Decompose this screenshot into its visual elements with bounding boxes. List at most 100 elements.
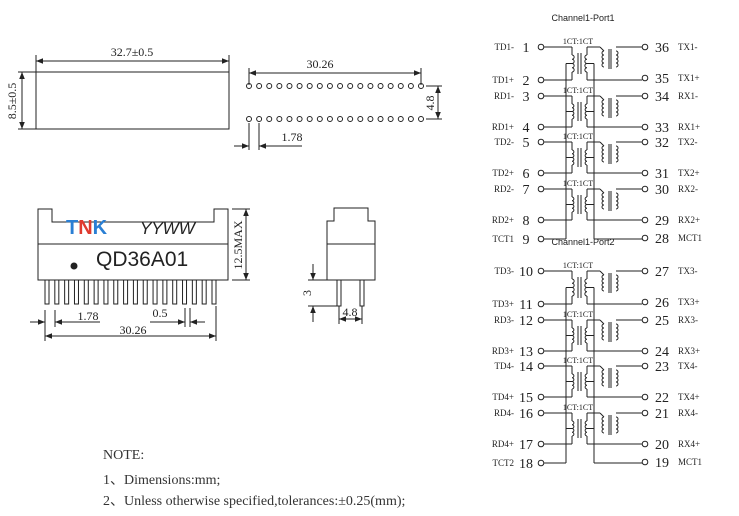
pin-name: TX2-	[678, 137, 698, 147]
pin-terminal	[641, 458, 649, 466]
pin-name: RX4+	[678, 439, 700, 449]
footprint-hole	[407, 83, 414, 89]
pin-name: RX2+	[678, 215, 700, 225]
pin-number: 25	[655, 314, 669, 329]
front-logo: TNK	[66, 217, 108, 239]
front-height-dim: 12.5MAX	[231, 220, 245, 269]
footprint-hole	[306, 83, 313, 89]
pin-number: 36	[655, 41, 669, 56]
footprint-hole	[256, 116, 263, 122]
pin-name: RD4-	[494, 408, 514, 418]
transformer-winding	[584, 373, 588, 390]
footprint-hole	[296, 83, 303, 89]
footprint-hole	[347, 116, 354, 122]
footprint-hole	[397, 83, 404, 89]
side-lead-right	[359, 279, 365, 307]
pin-number: 2	[523, 74, 530, 89]
pin-terminal	[641, 185, 649, 193]
transformer-winding	[571, 420, 575, 437]
transformer-winding	[584, 327, 588, 344]
pin-number: 19	[655, 456, 669, 471]
pin-number: 7	[523, 183, 530, 198]
wire	[599, 365, 605, 371]
pin-name: RX2-	[678, 184, 698, 194]
top-view-body	[35, 71, 230, 130]
pin-number: 26	[655, 296, 669, 311]
pin-number: 12	[519, 314, 533, 329]
footprint-hole	[357, 116, 364, 122]
pin-terminal	[537, 409, 545, 417]
pin-name: TD1-	[495, 42, 515, 52]
wire	[599, 46, 605, 52]
pin-name: TCT1	[493, 234, 515, 244]
footprint-hole	[326, 116, 333, 122]
transformer-winding	[601, 323, 605, 341]
pin-number: 34	[655, 90, 669, 105]
pin-number: 27	[655, 265, 669, 280]
pin-number: 17	[519, 438, 533, 453]
pin-number: 9	[523, 233, 530, 248]
pin-terminal	[537, 169, 545, 177]
transformer-winding	[615, 145, 619, 163]
top-length-dim: 32.7±0.5	[111, 45, 154, 59]
pin-name: RX3-	[678, 315, 698, 325]
wire	[599, 141, 605, 147]
front-pin	[83, 279, 89, 305]
footprint-hole	[276, 116, 283, 122]
port-title: Channel1-Port1	[551, 13, 614, 23]
pin-number: 3	[523, 90, 530, 105]
side-lead-dim: 3	[300, 290, 314, 296]
footprint-view	[234, 68, 442, 150]
pin-terminal	[537, 123, 545, 131]
footprint-hole	[377, 116, 384, 122]
front-pitch-dim: 1.78	[78, 309, 99, 323]
pin-name: RD4+	[492, 439, 514, 449]
pin-terminal	[537, 459, 545, 467]
front-pin	[162, 279, 168, 305]
footprint-hole	[337, 83, 344, 89]
front-part-number: QD36A01	[96, 248, 188, 271]
transformer-winding	[615, 274, 619, 292]
pin-name: RX1-	[678, 91, 698, 101]
pin-number: 13	[519, 345, 533, 360]
transformer-winding	[601, 99, 605, 117]
pin-terminal	[641, 74, 649, 82]
front-pin	[172, 279, 178, 305]
pin-name: MCT1	[678, 457, 702, 467]
transformer-winding	[584, 54, 588, 73]
side-view	[308, 207, 376, 324]
pin-name: TX4+	[678, 392, 700, 402]
footprint-hole	[276, 83, 283, 89]
front-pin	[113, 279, 119, 305]
pin-number: 28	[655, 232, 669, 247]
pin-terminal	[537, 440, 545, 448]
pin-terminal	[641, 362, 649, 370]
pin-number: 24	[655, 345, 669, 360]
transformer-winding	[601, 416, 605, 434]
footprint-hole	[418, 116, 424, 122]
footprint-row-top	[246, 83, 424, 89]
front-pin	[93, 279, 99, 305]
transformer-winding	[601, 192, 605, 210]
pin-name: RD1-	[494, 91, 514, 101]
wire	[599, 95, 605, 101]
pin-number: 15	[519, 391, 533, 406]
pin-number: 1	[523, 41, 530, 56]
pin-terminal	[641, 123, 649, 131]
pin-number: 16	[519, 407, 533, 422]
pin-terminal	[537, 185, 545, 193]
pin-terminal	[641, 138, 649, 146]
ratio-label: 1CT:1CT	[563, 403, 593, 412]
transformer-winding	[571, 373, 575, 390]
transformer-winding	[584, 278, 588, 297]
top-view	[18, 55, 230, 130]
pin-terminal	[537, 362, 545, 370]
wire	[599, 319, 605, 325]
front-pin	[132, 279, 138, 305]
pin-name: TD2-	[495, 137, 515, 147]
transformer-winding	[615, 369, 619, 387]
pin-number: 23	[655, 360, 669, 375]
front-span-dim: 30.26	[120, 323, 147, 337]
pin-name: TD3+	[492, 299, 514, 309]
